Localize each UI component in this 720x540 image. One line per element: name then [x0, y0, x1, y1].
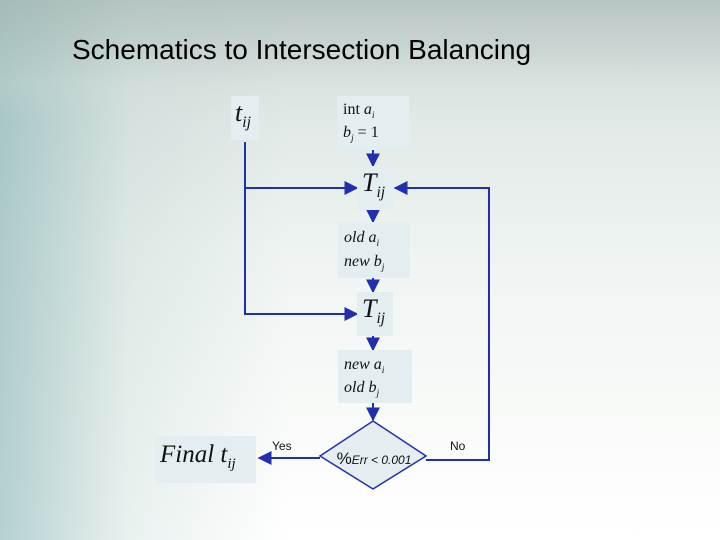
box-T-ij-1: Tij — [357, 166, 393, 210]
newold-a-var: a — [373, 356, 382, 373]
init-operator: int — [343, 101, 360, 118]
T-ij-2-symbol: T — [362, 294, 377, 323]
init-b-sub: j — [351, 133, 354, 145]
newold-word1: new — [344, 356, 370, 373]
newold-b-var: b — [368, 379, 377, 396]
decision-diamond — [318, 420, 428, 490]
edge-label-no: No — [450, 439, 466, 453]
edge-label-yes: Yes — [272, 439, 292, 453]
slide-title: Schematics to Intersection Balancing — [72, 34, 532, 65]
box-final-t-ij: Final tij — [155, 436, 256, 483]
newold-word2: old — [344, 379, 365, 396]
init-a-var: a — [363, 101, 372, 118]
box-t-ij: tij — [231, 96, 259, 140]
init-a-sub: i — [371, 110, 375, 122]
final-t-symbol: t — [220, 441, 228, 468]
line-no-loop — [393, 181, 490, 461]
final-word: Final — [160, 441, 215, 468]
box-T-ij-2: Tij — [357, 292, 393, 336]
decision-percent: % — [336, 449, 352, 468]
T-ij-1-sub: ij — [376, 184, 386, 202]
init-b-var: b — [343, 124, 351, 141]
decision-text: %Err < 0.001 — [329, 449, 419, 469]
line-tij-to-Tij2 — [244, 188, 359, 321]
oldnew-a-var: a — [368, 229, 377, 246]
decision-condition: Err < 0.001 — [351, 453, 412, 467]
oldnew-a-sub: i — [376, 238, 380, 250]
oldnew-b-var: b — [373, 253, 382, 270]
t-ij-sub: ij — [242, 114, 251, 132]
newold-a-sub: i — [381, 365, 385, 377]
oldnew-b-sub: j — [381, 262, 385, 274]
oldnew-word1: old — [344, 229, 365, 246]
oldnew-word2: new — [344, 253, 370, 270]
T-ij-1-symbol: T — [362, 168, 377, 197]
box-new-a-old-b: new ai old bj — [338, 350, 412, 403]
final-t-sub: ij — [227, 456, 236, 472]
t-ij-symbol: t — [235, 98, 243, 127]
init-b-eq: = 1 — [357, 124, 379, 141]
newold-b-sub: j — [376, 388, 380, 400]
box-old-a-new-b: old ai new bj — [338, 222, 410, 278]
T-ij-2-sub: ij — [376, 310, 386, 328]
box-init: int ai bj = 1 — [337, 96, 409, 150]
